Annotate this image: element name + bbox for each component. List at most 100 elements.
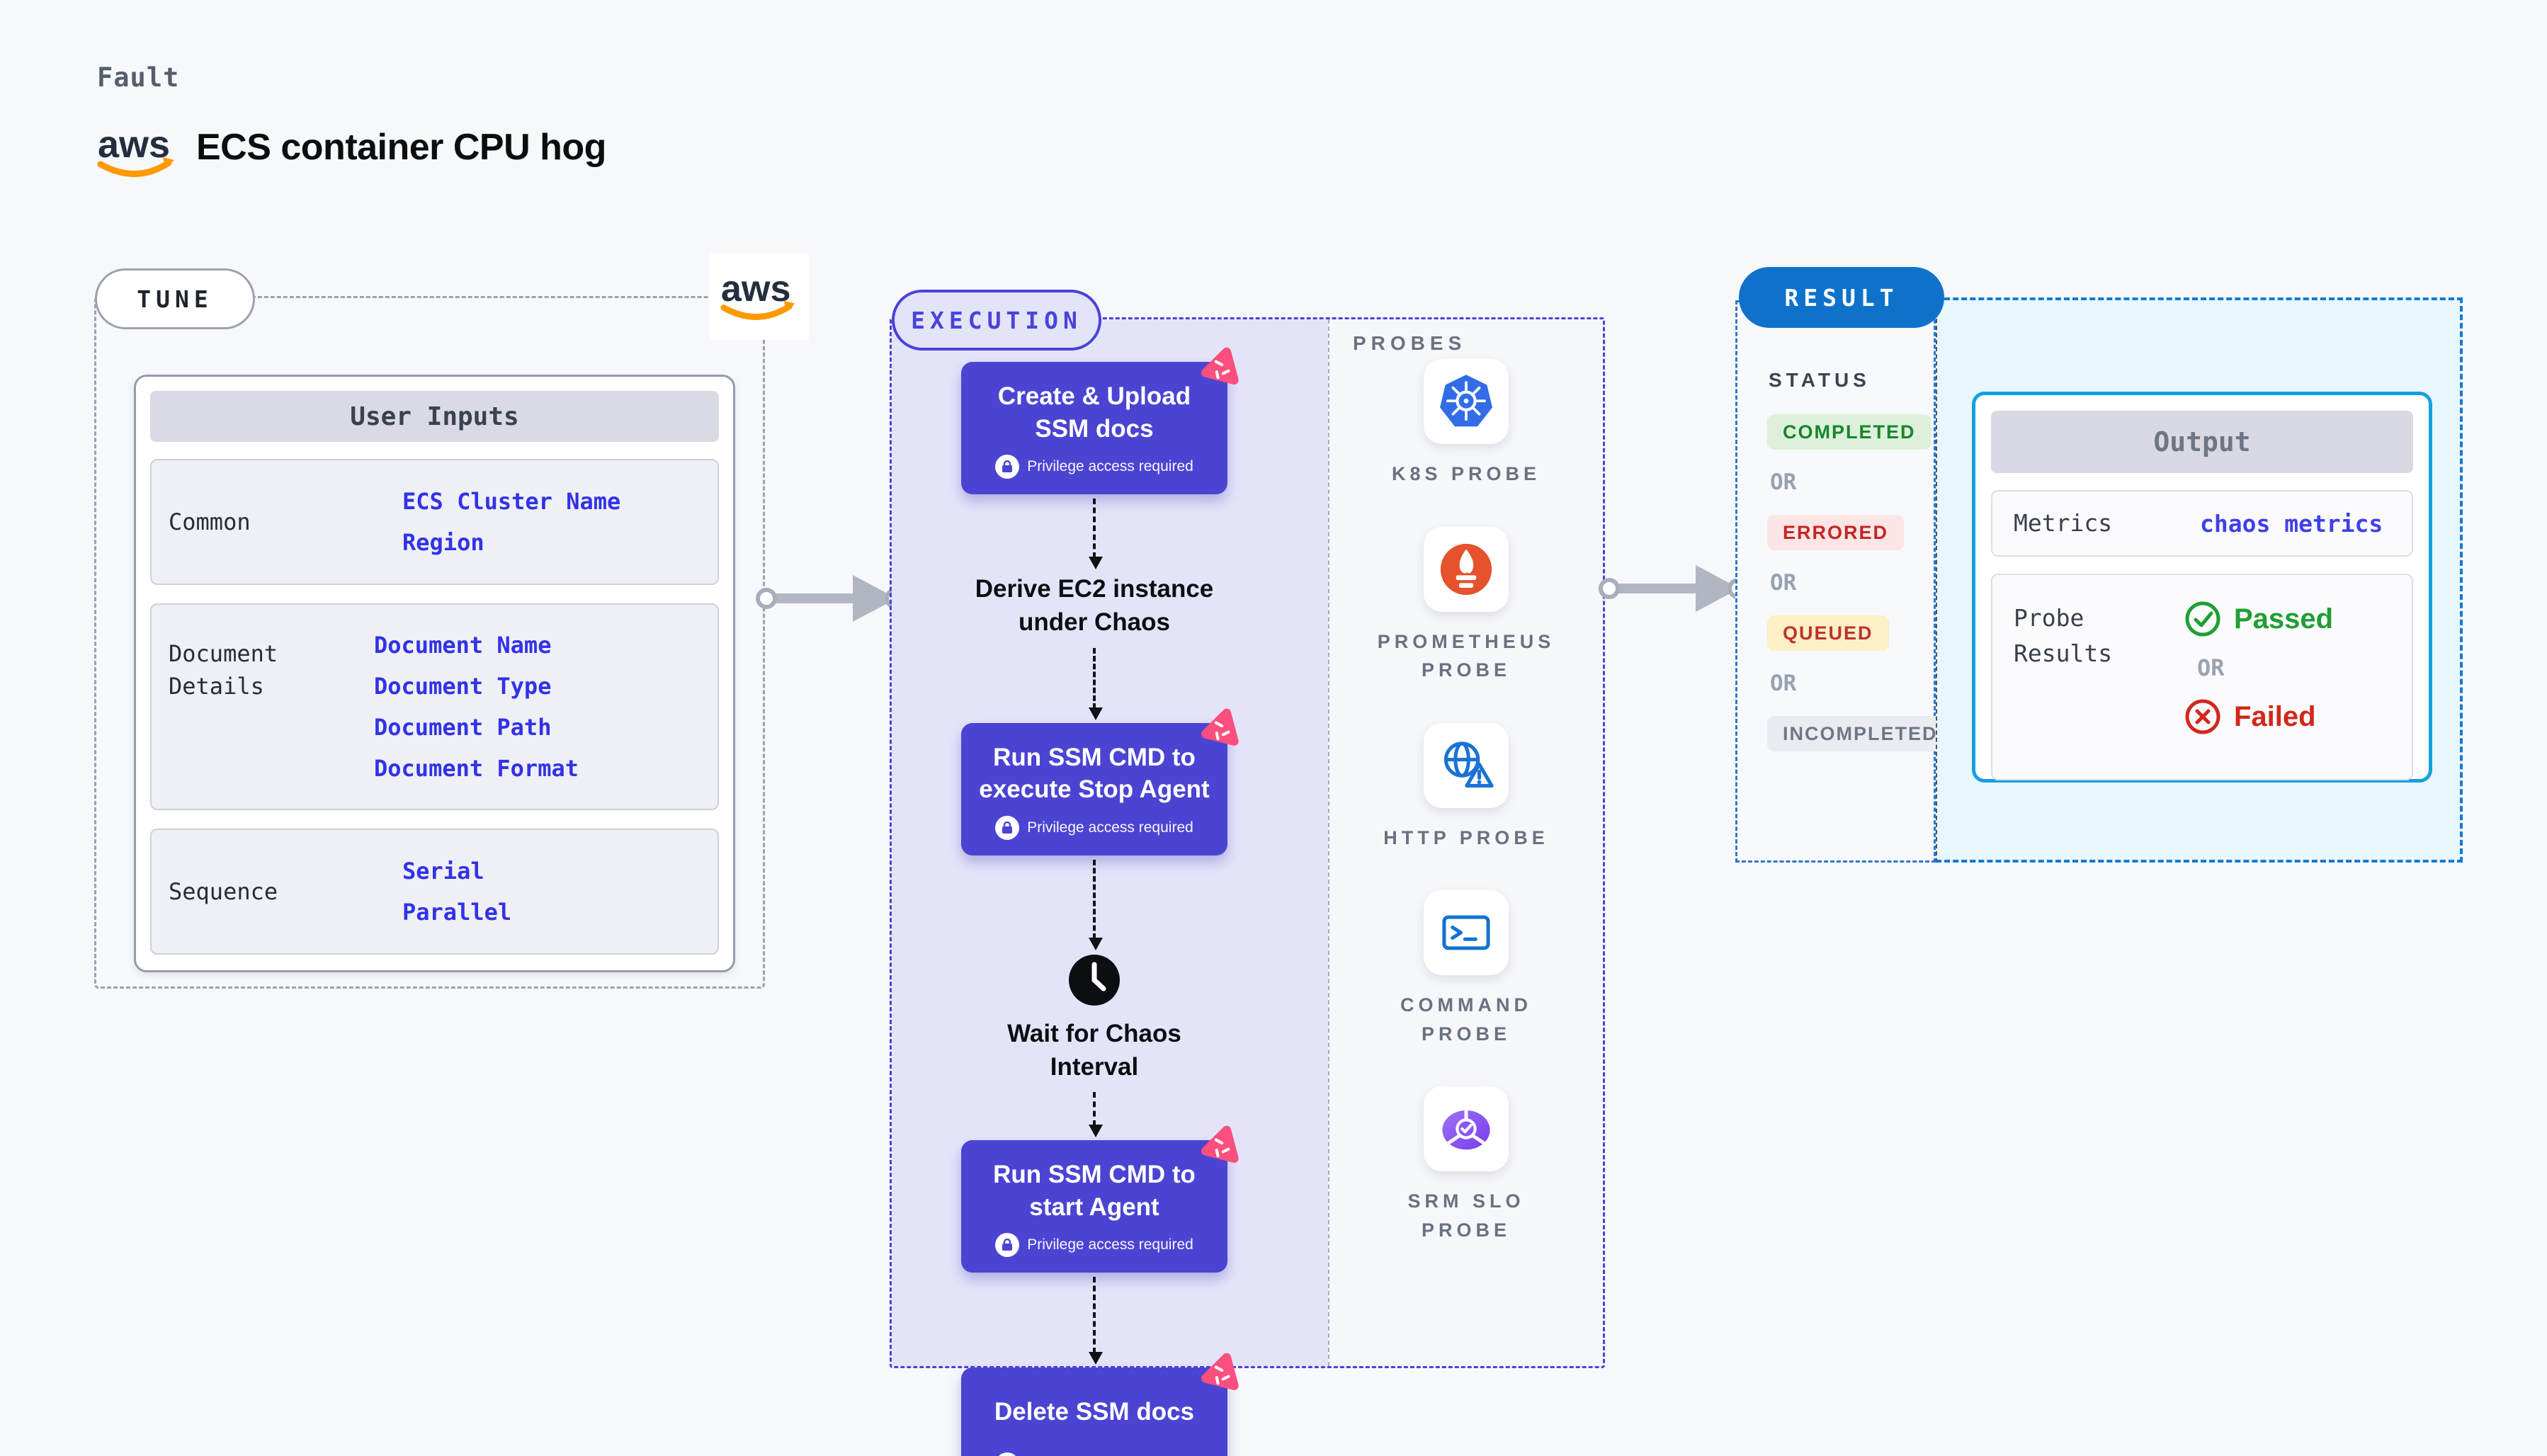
probe-results-label: Probe Results <box>2014 604 2113 667</box>
privilege-note: Privilege access required <box>995 815 1193 840</box>
status-badge-incompleted: INCOMPLETED <box>1767 716 1953 751</box>
user-inputs-row-common: Common ECS Cluster Name Region <box>150 459 719 585</box>
probe-tile <box>1424 1086 1509 1171</box>
output-row-probe-results: Probe Results Passed OR <box>1991 574 2413 780</box>
x-circle-icon <box>2185 699 2220 734</box>
user-inputs-row-sequence: Sequence Serial Parallel <box>150 829 719 955</box>
privilege-note: Privilege access required <box>995 455 1193 479</box>
chaos-badge-icon <box>1201 347 1239 385</box>
row-label: Sequence <box>169 877 278 905</box>
prometheus-icon <box>1440 543 1492 595</box>
step-title: Wait for Chaos Interval <box>1007 1019 1181 1081</box>
result-pill: RESULT <box>1739 267 1944 328</box>
fault-kicker: Fault <box>97 62 180 93</box>
probes-area: PROBES <box>1328 319 1603 1366</box>
user-inputs-row-document-details: Document Details Document Name Document … <box>150 603 719 810</box>
svg-text:aws: aws <box>721 268 791 309</box>
tune-section: TUNE User Inputs Common ECS Cluster Name… <box>94 268 765 989</box>
chaos-badge-icon <box>1201 1125 1239 1163</box>
svg-text:aws: aws <box>98 123 170 166</box>
aws-logo: aws <box>97 123 174 177</box>
terminal-icon <box>1442 915 1490 950</box>
user-inputs-title: User Inputs <box>150 391 719 442</box>
input-value: Document Path <box>374 714 552 741</box>
privilege-text: Privilege access required <box>1027 819 1193 836</box>
probes-list: K8S PROBE PROMETHEUS PROBE <box>1329 359 1603 1244</box>
probe-results-values: Passed OR Failed <box>2184 601 2333 779</box>
probe-label: COMMAND PROBE <box>1400 994 1532 1045</box>
input-value: Parallel <box>402 899 512 926</box>
globe-warning-icon <box>1443 741 1494 787</box>
step-create-upload-ssm-docs: Create & Upload SSM docs Privilege acces… <box>961 347 1239 494</box>
passed-label: Passed <box>2234 603 2334 635</box>
clock-icon <box>1069 954 1120 1006</box>
status-badge-errored: ERRORED <box>1767 515 1905 550</box>
output-card: Output Metrics chaos metrics Probe Resul… <box>1972 392 2432 783</box>
or-label: OR <box>1770 671 1797 696</box>
step-run-ssm-cmd-stop-agent: Run SSM CMD to execute Stop Agent Privil… <box>961 708 1239 855</box>
step-run-ssm-cmd-start-agent: Run SSM CMD to start Agent Privilege acc… <box>961 1125 1239 1273</box>
output-row-metrics: Metrics chaos metrics <box>1991 490 2413 557</box>
slo-gauge-icon <box>1442 1108 1490 1150</box>
input-value: Document Name <box>374 632 552 659</box>
result-output-section: Output Metrics chaos metrics Probe Resul… <box>1936 297 2463 863</box>
lock-icon <box>995 1233 1020 1257</box>
or-label: OR <box>1770 570 1797 596</box>
or-label: OR <box>1770 470 1797 495</box>
input-value: Serial <box>402 857 484 885</box>
step-title: Run SSM CMD to execute Stop Agent <box>979 743 1210 804</box>
probe-result-passed: Passed <box>2184 601 2333 637</box>
probe-tile <box>1424 526 1509 612</box>
execution-section: PROBES <box>890 290 1605 1456</box>
probe-result-failed: Failed <box>2184 698 2333 735</box>
probe-tile <box>1424 890 1509 975</box>
metrics-label: Metrics <box>2014 509 2113 538</box>
flow-arrow-execution-to-result <box>1599 565 1749 612</box>
status-list: COMPLETED OR ERRORED OR QUEUED OR INCOMP… <box>1767 414 1953 751</box>
input-value: Region <box>402 529 484 557</box>
probe-item-command: COMMAND PROBE <box>1360 890 1572 1048</box>
row-values: Document Name Document Type Document Pat… <box>353 618 717 796</box>
step-title: Create & Upload SSM docs <box>997 382 1191 443</box>
flow-connector <box>1089 859 1103 950</box>
chaos-badge-icon <box>1201 1353 1239 1390</box>
flow-connector <box>1089 1092 1103 1137</box>
probe-item-srm-slo: SRM SLO PROBE <box>1360 1086 1572 1244</box>
check-circle-icon <box>2185 601 2220 637</box>
privilege-text: Privilege access required <box>1027 458 1193 474</box>
step-title: Delete SSM docs <box>994 1398 1195 1426</box>
probe-tile <box>1424 722 1509 808</box>
probes-heading: PROBES <box>1353 332 1467 354</box>
page-title: ECS container CPU hog <box>196 127 606 168</box>
step-title: Run SSM CMD to start Agent <box>993 1161 1196 1221</box>
privilege-text: Privilege access required <box>1027 1236 1193 1253</box>
execution-pill: EXECUTION <box>892 290 1101 351</box>
flow-connector <box>1089 499 1103 569</box>
probe-tile <box>1423 359 1509 444</box>
row-values: Serial Parallel <box>381 843 717 940</box>
probe-label: K8S PROBE <box>1391 463 1541 484</box>
lock-icon <box>995 455 1020 479</box>
status-badge-completed: COMPLETED <box>1767 414 1931 450</box>
row-label: Common <box>169 508 251 535</box>
probe-item-k8s: K8S PROBE <box>1392 359 1541 489</box>
chaos-badge-icon <box>1201 708 1239 746</box>
probe-item-prometheus: PROMETHEUS PROBE <box>1360 526 1572 685</box>
flow-connector <box>1089 647 1103 720</box>
step-delete-ssm-docs: Delete SSM docs Privilege access require… <box>961 1353 1239 1456</box>
privilege-note: Privilege access required <box>995 1233 1193 1257</box>
input-value: ECS Cluster Name <box>402 487 621 515</box>
kubernetes-icon <box>1440 375 1492 427</box>
flow-connector <box>1089 1277 1103 1365</box>
flow-arrow-tune-to-execution <box>756 575 906 622</box>
status-badge-queued: QUEUED <box>1767 615 1889 651</box>
tune-pill: TUNE <box>95 268 255 329</box>
probe-item-http: HTTP PROBE <box>1383 722 1549 853</box>
row-label: Document Details <box>169 640 278 700</box>
output-title: Output <box>1991 411 2413 473</box>
aws-logo-tune-corner: aws <box>710 254 809 340</box>
or-label: OR <box>2197 654 2225 681</box>
lock-icon <box>995 815 1020 840</box>
execution-steps: Create & Upload SSM docs Privilege acces… <box>961 347 1239 1456</box>
